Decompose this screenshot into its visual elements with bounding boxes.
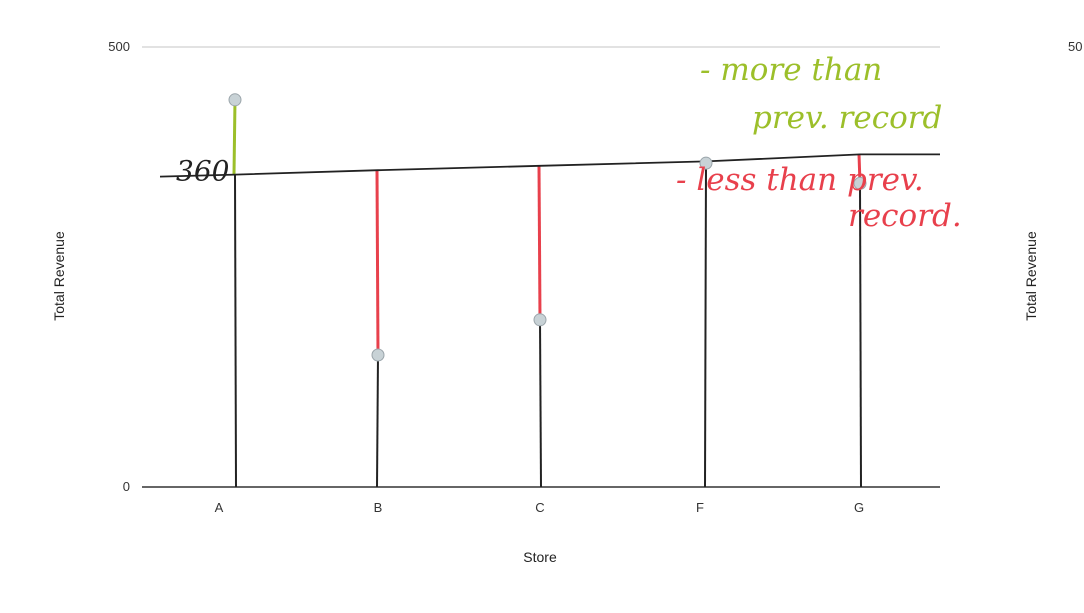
difference-segment-c: [537, 165, 542, 320]
y-axis-title: Total Revenue: [51, 231, 67, 321]
stem-base-g: [859, 183, 862, 488]
reference-line-label: 360: [176, 155, 229, 188]
x-tick-label-c: C: [535, 500, 544, 515]
reference-line: [159, 153, 940, 178]
annotation-above-line2: prev. record: [752, 100, 942, 136]
stem-base-a: [234, 174, 237, 488]
right-panel-y-axis-title: Total Revenue: [1023, 231, 1039, 321]
stems-layer: [232, 99, 862, 488]
point-b: [371, 348, 385, 362]
point-g: [853, 176, 867, 190]
points-layer: [228, 93, 867, 362]
difference-segment-b: [375, 170, 380, 356]
point-f: [699, 156, 713, 170]
x-tick-label-b: B: [374, 500, 383, 515]
stem-base-c: [539, 319, 542, 488]
annotation-below-line1: - less than prev.: [676, 162, 924, 198]
x-axis-title: Store: [523, 549, 557, 565]
annotation-above-line1: - more than: [700, 52, 882, 88]
difference-segment-a: [232, 99, 237, 175]
right-panel-y-tick-top: 50: [1068, 39, 1082, 54]
x-tick-label-g: G: [854, 500, 864, 515]
annotation-below-line2: record.: [848, 198, 962, 234]
point-c: [533, 313, 547, 327]
x-tick-label-f: F: [696, 500, 704, 515]
stem-base-b: [376, 354, 379, 488]
y-tick-label-top: 500: [108, 39, 130, 54]
x-tick-label-a: A: [215, 500, 224, 515]
point-a: [228, 93, 242, 107]
y-tick-label-bottom: 0: [123, 479, 130, 494]
stem-base-f: [704, 163, 707, 488]
